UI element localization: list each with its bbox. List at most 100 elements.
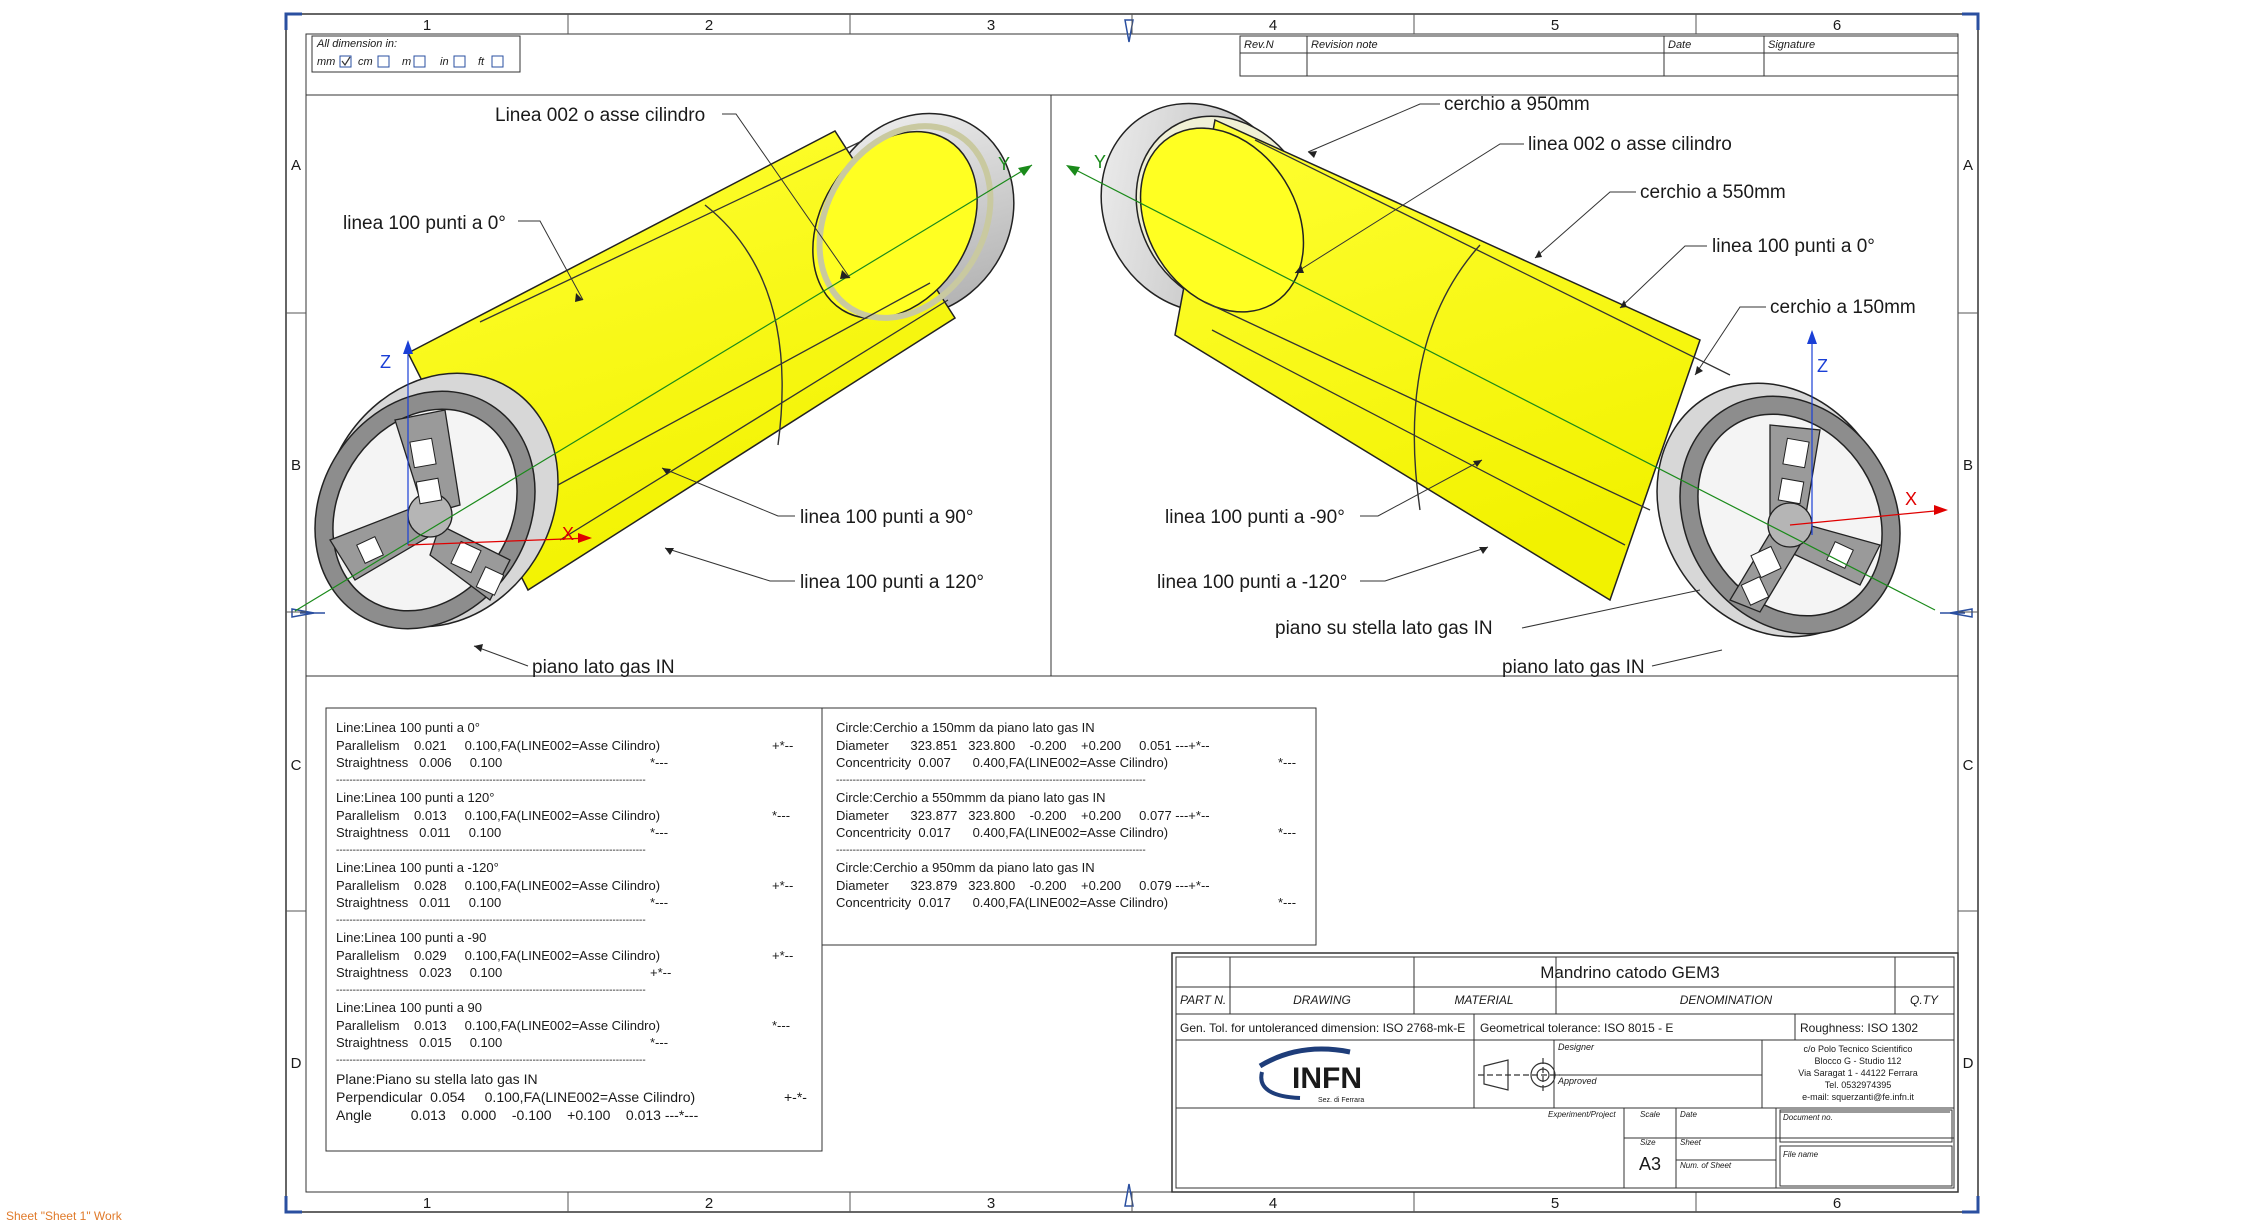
tb-header-quantity: Q.TY bbox=[1910, 993, 1939, 1007]
label-right-lineam120: linea 100 punti a -120° bbox=[1157, 572, 1347, 593]
report-right-block-1-row-2: Concentricity 0.007 0.400,FA(LINE002=Ass… bbox=[836, 755, 1168, 770]
right-isometric-view: Y Z X cerchio a 950mm linea 002 o asse c… bbox=[1066, 94, 1948, 678]
unit-m-label: m bbox=[402, 56, 411, 68]
label-right-cerchio950: cerchio a 950mm bbox=[1444, 94, 1590, 115]
centering-arrows bbox=[291, 19, 1973, 1207]
tb-date-label: Date bbox=[1680, 1110, 1697, 1119]
tb-experiment-label: Experiment/Project bbox=[1548, 1110, 1616, 1119]
label-right-linea0: linea 100 punti a 0° bbox=[1712, 236, 1875, 257]
unit-m-checkbox[interactable] bbox=[413, 55, 426, 68]
report-left-block-4-row-1: Parallelism 0.029 0.100,FA(LINE002=Asse … bbox=[336, 948, 660, 963]
tb-sheet-label: Sheet bbox=[1680, 1138, 1702, 1147]
report-left-plane-row-2: Angle 0.013 0.000 -0.100 +0.100 0.013 --… bbox=[336, 1107, 699, 1123]
zone-col-top-1: 1 bbox=[423, 17, 431, 34]
tb-roughness: Roughness: ISO 1302 bbox=[1800, 1021, 1918, 1035]
inspection-report-right: Circle:Cerchio a 150mm da piano lato gas… bbox=[821, 707, 1317, 946]
rev-header-number: Rev.N bbox=[1244, 39, 1274, 51]
report-left-block-5-row-2-flag: *--- bbox=[650, 1035, 668, 1050]
report-left-block-2-row-1-flag: *--- bbox=[772, 808, 790, 823]
right-axis-z-label: Z bbox=[1817, 356, 1828, 376]
infn-logo: INFN Sez. di Ferrara bbox=[1258, 1046, 1364, 1104]
zone-row-right-c: C bbox=[1963, 757, 1974, 774]
report-right-separator-1: ----------------------------------------… bbox=[836, 775, 1146, 786]
tb-size-value: A3 bbox=[1639, 1154, 1661, 1174]
report-right-block-3-row-2-flag: *--- bbox=[1278, 895, 1296, 910]
report-left-block-4-row-2: Straightness 0.023 0.100 bbox=[336, 965, 502, 980]
tb-approved-label: Approved bbox=[1557, 1076, 1598, 1086]
title-block: Mandrino catodo GEM3 PART N. DRAWING MAT… bbox=[1171, 952, 1959, 1193]
units-title: All dimension in: bbox=[316, 38, 397, 50]
label-left-piano: piano lato gas IN bbox=[532, 657, 675, 678]
zone-row-left-b: B bbox=[291, 457, 301, 474]
report-left-block-1-row-1: Parallelism 0.021 0.100,FA(LINE002=Asse … bbox=[336, 738, 660, 753]
zone-row-left-d: D bbox=[291, 1055, 302, 1072]
report-left-block-3-row-1: Parallelism 0.028 0.100,FA(LINE002=Asse … bbox=[336, 878, 660, 893]
tb-address-line-1: c/o Polo Tecnico Scientifico bbox=[1804, 1044, 1913, 1054]
label-left-linea002: Linea 002 o asse cilindro bbox=[495, 105, 705, 126]
label-left-linea0: linea 100 punti a 0° bbox=[343, 213, 506, 234]
unit-mm-label: mm bbox=[317, 56, 335, 68]
zone-col-top-2: 2 bbox=[705, 17, 713, 34]
tb-scale-label: Scale bbox=[1640, 1110, 1661, 1119]
label-right-cerchio150: cerchio a 150mm bbox=[1770, 297, 1916, 318]
report-right-block-2-row-1: Diameter 323.877 323.800 -0.200 +0.200 0… bbox=[836, 808, 1210, 823]
report-right-block-3-title: Circle:Cerchio a 950mm da piano lato gas… bbox=[836, 860, 1095, 875]
label-right-piano: piano lato gas IN bbox=[1502, 657, 1645, 678]
tb-address-line-4: Tel. 0532974395 bbox=[1825, 1080, 1892, 1090]
report-right-separator-2: ----------------------------------------… bbox=[836, 845, 1146, 856]
report-left-block-3-title: Line:Linea 100 punti a -120° bbox=[336, 860, 499, 875]
infn-logo-subtext: Sez. di Ferrara bbox=[1318, 1097, 1364, 1104]
report-left-block-3-row-2: Straightness 0.011 0.100 bbox=[336, 895, 501, 910]
tb-size-label: Size bbox=[1640, 1138, 1656, 1147]
unit-ft-checkbox[interactable] bbox=[491, 55, 504, 68]
report-left-block-1-row-2: Straightness 0.006 0.100 bbox=[336, 755, 502, 770]
tb-header-drawing: DRAWING bbox=[1293, 993, 1351, 1007]
revision-table: Rev.N Revision note Date Signature bbox=[1239, 35, 1959, 77]
zone-labels: 1 2 3 4 5 6 1 2 3 4 5 6 A B C D A B C D bbox=[291, 17, 1974, 1212]
right-axis-y-label: Y bbox=[1094, 152, 1106, 172]
right-axis-x-label: X bbox=[1905, 489, 1917, 509]
zone-col-bottom-1: 1 bbox=[423, 1195, 431, 1212]
unit-in-checkbox[interactable] bbox=[453, 55, 466, 68]
zone-ticks bbox=[286, 14, 1978, 1212]
report-right-block-1-title: Circle:Cerchio a 150mm da piano lato gas… bbox=[836, 720, 1095, 735]
report-right-block-2-row-2: Concentricity 0.017 0.400,FA(LINE002=Ass… bbox=[836, 825, 1168, 840]
report-left-block-1-row-1-flag: +*-- bbox=[772, 738, 793, 753]
unit-cm-label: cm bbox=[358, 56, 373, 68]
tb-header-denomination: DENOMINATION bbox=[1680, 993, 1773, 1007]
left-isometric-view: Y Z X Linea 002 o asse cilindro linea 10… bbox=[294, 105, 1033, 678]
report-left-block-5-row-2: Straightness 0.015 0.100 bbox=[336, 1035, 502, 1050]
label-right-piano-stella: piano su stella lato gas IN bbox=[1275, 618, 1493, 639]
unit-cm-checkbox[interactable] bbox=[377, 55, 390, 68]
report-left-separator-4: ----------------------------------------… bbox=[336, 985, 646, 996]
zone-row-right-d: D bbox=[1963, 1055, 1974, 1072]
inspection-report-left: Line:Linea 100 punti a 0° Parallelism 0.… bbox=[325, 707, 823, 1152]
report-left-separator-3: ----------------------------------------… bbox=[336, 915, 646, 926]
report-right-block-3-row-1: Diameter 323.879 323.800 -0.200 +0.200 0… bbox=[836, 878, 1210, 893]
report-left-block-3-row-2-flag: *--- bbox=[650, 895, 668, 910]
drawing-title: Mandrino catodo GEM3 bbox=[1540, 963, 1720, 982]
tb-gen-tolerance: Gen. Tol. for untoleranced dimension: IS… bbox=[1180, 1021, 1465, 1035]
zone-col-bottom-4: 4 bbox=[1269, 1195, 1277, 1212]
projection-symbol-icon bbox=[1478, 1058, 1560, 1092]
tb-header-material: MATERIAL bbox=[1454, 993, 1513, 1007]
report-left-separator-5: ----------------------------------------… bbox=[336, 1055, 646, 1066]
tb-num-sheet-label: Num. of Sheet bbox=[1680, 1161, 1732, 1170]
unit-mm-checkbox[interactable] bbox=[339, 55, 352, 68]
report-left-block-4-row-1-flag: +*-- bbox=[772, 948, 793, 963]
unit-in-label: in bbox=[440, 56, 449, 68]
corner-marks bbox=[284, 12, 1980, 1214]
report-right-block-1-row-1: Diameter 323.851 323.800 -0.200 +0.200 0… bbox=[836, 738, 1210, 753]
zone-col-top-5: 5 bbox=[1551, 17, 1559, 34]
label-right-cerchio550: cerchio a 550mm bbox=[1640, 182, 1786, 203]
report-left-block-5-row-1: Parallelism 0.013 0.100,FA(LINE002=Asse … bbox=[336, 1018, 660, 1033]
report-left-block-2-title: Line:Linea 100 punti a 120° bbox=[336, 790, 494, 805]
zone-col-bottom-6: 6 bbox=[1833, 1195, 1841, 1212]
zone-row-left-c: C bbox=[291, 757, 302, 774]
left-axis-y-label: Y bbox=[998, 154, 1010, 174]
zone-col-top-3: 3 bbox=[987, 17, 995, 34]
report-left-block-1-row-2-flag: *--- bbox=[650, 755, 668, 770]
report-left-block-1-title: Line:Linea 100 punti a 0° bbox=[336, 720, 480, 735]
units-box: All dimension in: mm cm m in ft bbox=[311, 35, 521, 73]
